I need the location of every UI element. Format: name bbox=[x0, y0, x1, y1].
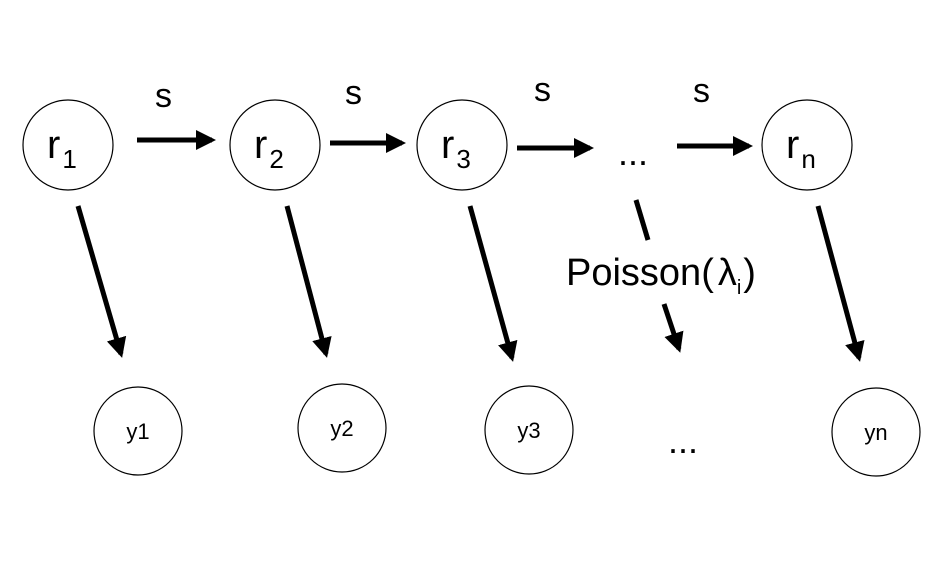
svg-text:yn: yn bbox=[864, 420, 887, 445]
svg-text:y1: y1 bbox=[126, 419, 149, 444]
svg-text:...: ... bbox=[668, 420, 698, 461]
emission-arrow-4-lower bbox=[661, 303, 684, 353]
observed-node-y1: y1 bbox=[93, 386, 183, 476]
transition-label-1: s bbox=[155, 77, 172, 115]
observed-node-y3: y3 bbox=[484, 385, 574, 475]
emission-arrow-1 bbox=[75, 205, 127, 358]
transition-label-2: s bbox=[345, 74, 362, 112]
observed-node-yn: yn bbox=[831, 387, 921, 477]
transition-label-4: s bbox=[693, 72, 710, 110]
transition-label-3: s bbox=[534, 71, 551, 109]
svg-text:...: ... bbox=[618, 132, 648, 173]
emission-arrow-5 bbox=[815, 205, 865, 362]
hidden-node-rn: rn bbox=[761, 99, 853, 191]
hidden-node-r2: r2 bbox=[229, 99, 321, 191]
svg-text:y2: y2 bbox=[330, 416, 353, 441]
observed-node-y2: y2 bbox=[297, 383, 387, 473]
emission-label: Poisson(λi) bbox=[566, 252, 756, 299]
hidden-node-ellipsis: ... bbox=[618, 132, 648, 173]
emission-arrow-4-upper bbox=[633, 199, 651, 241]
emission-arrow-2 bbox=[284, 205, 332, 358]
svg-text:y3: y3 bbox=[517, 418, 540, 443]
svg-text:r3: r3 bbox=[441, 123, 471, 174]
emission-arrow-3 bbox=[467, 205, 518, 362]
svg-text:rn: rn bbox=[786, 123, 816, 174]
svg-text:r2: r2 bbox=[254, 123, 284, 174]
observed-node-ellipsis: ... bbox=[668, 420, 698, 461]
svg-text:r1: r1 bbox=[47, 123, 77, 174]
hidden-node-r1: r1 bbox=[22, 99, 114, 191]
hidden-node-r3: r3 bbox=[416, 99, 508, 191]
